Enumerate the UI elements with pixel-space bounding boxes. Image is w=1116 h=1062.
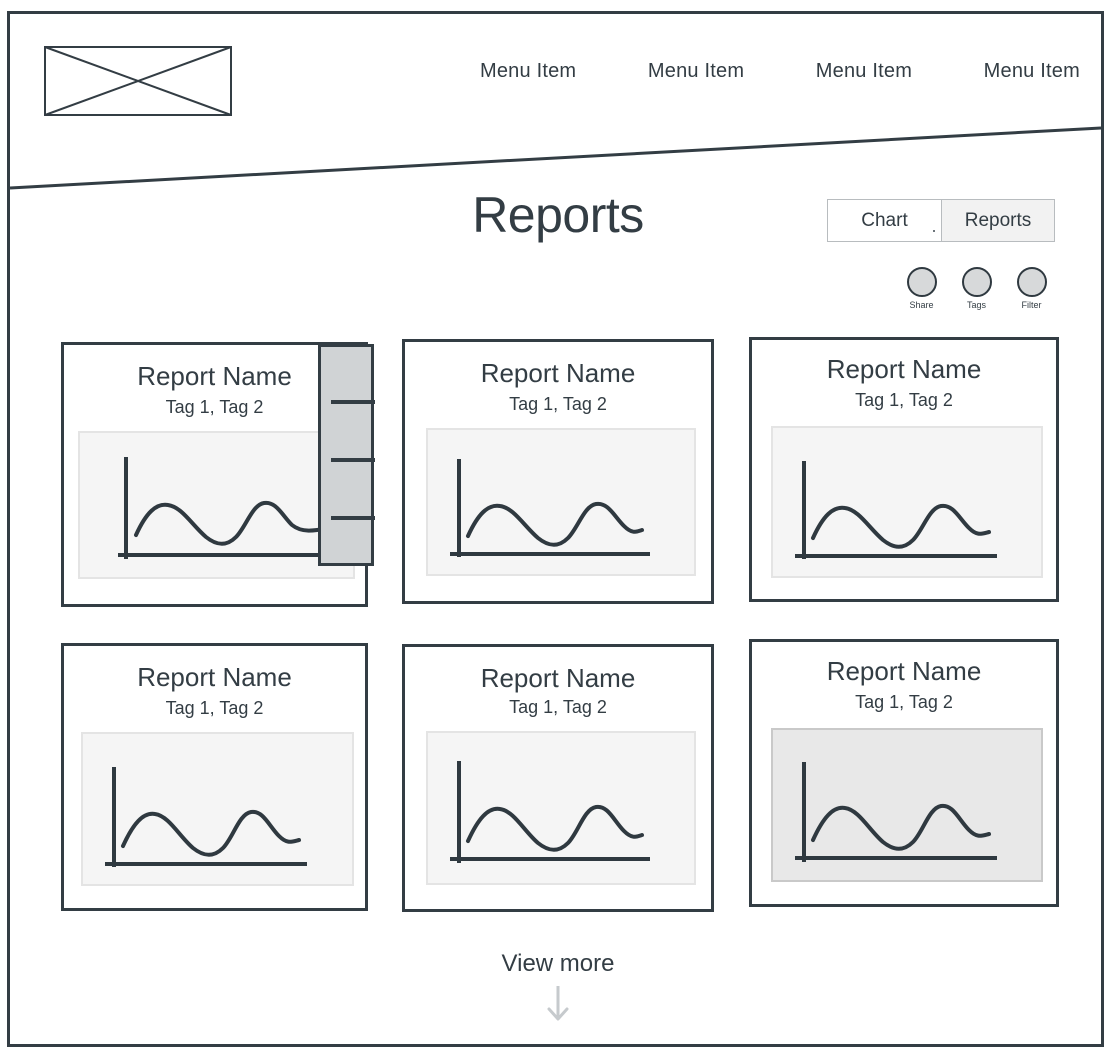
filter-circle-icon [1016,267,1047,297]
report-card-chart[interactable] [426,731,696,885]
view-more-button[interactable] [0,984,1116,1024]
report-card-title: Report Name [826,354,982,384]
toggle-option-chart[interactable]: Chart [828,200,941,241]
sparkline-chart [795,762,997,862]
sparkline-chart [450,761,650,863]
logo-cross-icon [44,46,232,116]
action-icon-row: Share Tags Filter [905,267,1048,310]
share-label: Share [909,300,934,310]
drawer-line-3[interactable] [331,516,375,520]
toggle-option-chart-label: Chart [861,209,908,231]
report-card-title: Report Name [480,663,636,693]
view-toggle: Chart Reports [827,199,1055,242]
report-card-chart[interactable] [771,426,1043,578]
filter-label: Filter [1021,300,1042,310]
drawer-line-1[interactable] [331,400,375,404]
main-nav: Menu Item Menu Item Menu Item Menu Item [480,60,1080,83]
nav-item-4[interactable]: Menu Item [983,60,1080,82]
site-header: Menu Item Menu Item Menu Item Menu Item [10,14,1101,192]
tags-button[interactable]: Tags [960,267,993,310]
sparkline-chart [450,459,650,557]
report-card-chart[interactable] [771,728,1043,882]
report-card[interactable]: Report Name Tag 1, Tag 2 [402,644,714,912]
report-card-tags: Tag 1, Tag 2 [855,390,953,410]
report-card[interactable]: Report Name Tag 1, Tag 2 [402,339,714,604]
drawer-line-2[interactable] [331,458,375,462]
share-circle-icon [906,267,937,297]
report-card-tags: Tag 1, Tag 2 [165,698,264,718]
report-card-title: Report Name [480,358,636,388]
filter-button[interactable]: Filter [1015,267,1048,310]
toggle-option-reports[interactable]: Reports [941,200,1054,241]
report-card-chart[interactable] [81,732,354,886]
report-card[interactable]: Report Name Tag 1, Tag 2 [61,342,375,607]
report-card-tags: Tag 1, Tag 2 [509,697,607,717]
toggle-divider-dot [933,230,935,232]
nav-item-1[interactable]: Menu Item [480,60,577,82]
report-card-title: Report Name [137,662,292,692]
logo-rect [44,46,232,116]
logo-placeholder-icon[interactable] [44,46,232,116]
report-card[interactable]: Report Name Tag 1, Tag 2 [61,643,368,911]
nav-item-3[interactable]: Menu Item [815,60,913,82]
report-card-drawer-panel[interactable] [318,344,375,566]
report-card-chart[interactable] [426,428,696,576]
page-title: Reports [472,187,644,243]
arrow-down-icon [547,986,569,1021]
page-frame [7,11,1104,1047]
tags-circle-icon [961,267,992,297]
report-card[interactable]: Report Name Tag 1, Tag 2 [749,639,1059,907]
report-card-tags: Tag 1, Tag 2 [855,692,953,712]
report-card-title: Report Name [137,361,292,391]
report-card[interactable]: Report Name Tag 1, Tag 2 [749,337,1059,602]
report-card-tags: Tag 1, Tag 2 [165,397,264,417]
report-card-title: Report Name [826,656,982,686]
report-card-tags: Tag 1, Tag 2 [509,394,607,414]
sparkline-chart [105,767,307,867]
toggle-option-reports-label: Reports [964,209,1032,231]
share-button[interactable]: Share [905,267,938,310]
tags-label: Tags [966,300,986,310]
sparkline-chart [795,461,997,559]
sparkline-chart [118,457,342,559]
nav-item-2[interactable]: Menu Item [647,60,745,82]
report-card-chart[interactable] [78,431,355,579]
view-more-label[interactable]: View more [501,950,615,977]
